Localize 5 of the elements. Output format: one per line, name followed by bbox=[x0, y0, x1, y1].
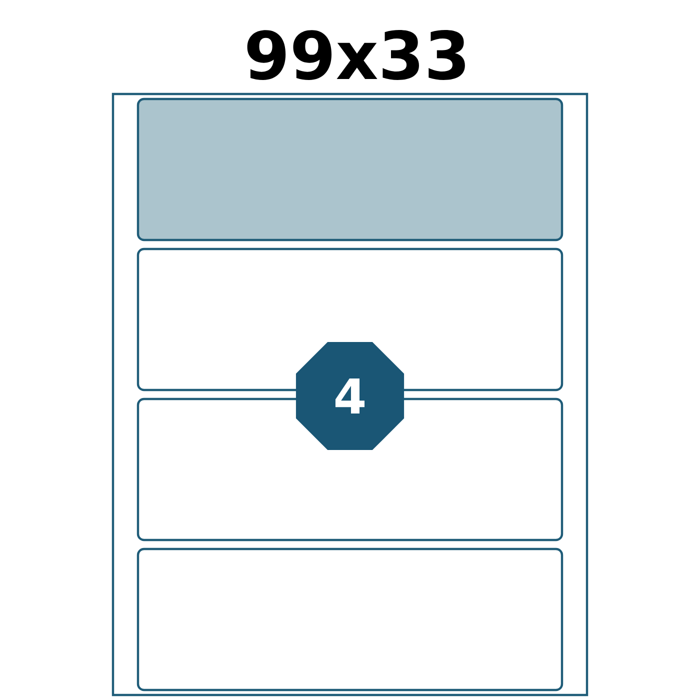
count-octagon: 4 bbox=[296, 342, 404, 450]
title: 99x33 bbox=[247, 30, 465, 80]
label-box bbox=[136, 548, 564, 692]
label-box bbox=[136, 98, 564, 242]
sheet-outline bbox=[112, 92, 588, 696]
